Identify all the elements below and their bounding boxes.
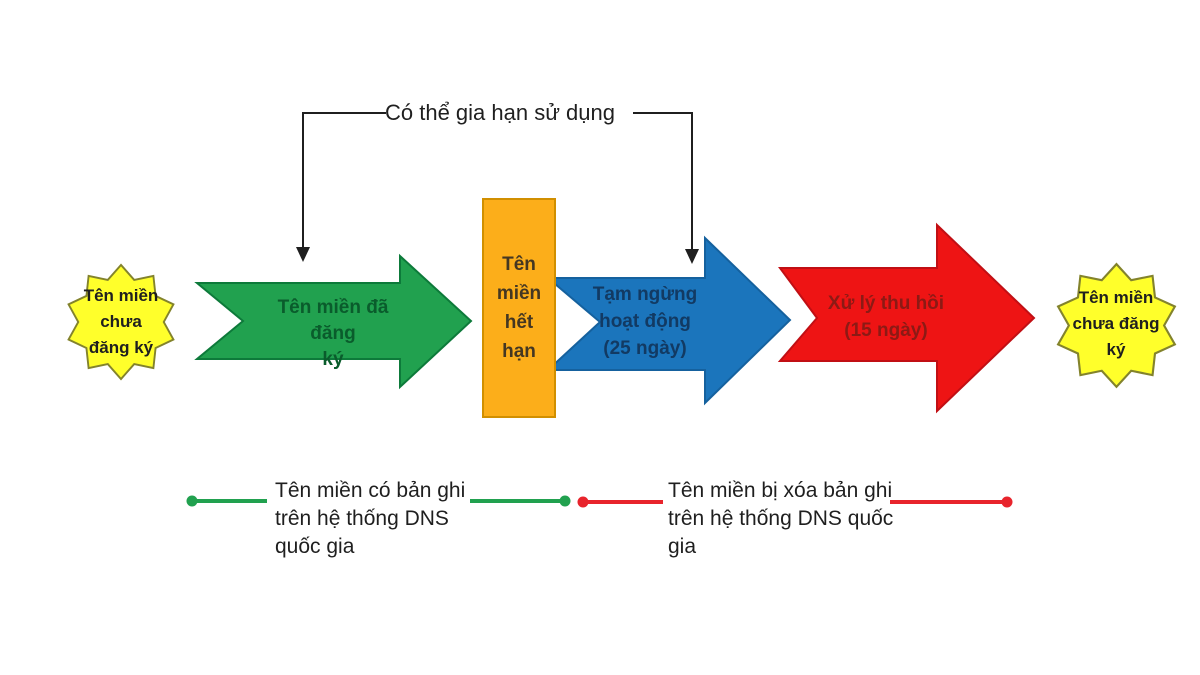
end-star-label: Tên miền chưa đăng ký [1072,288,1160,359]
legend-active-label: Tên miền có bản ghi trên hệ thống DNS qu… [275,479,466,558]
revoked-arrow-label: Xử lý thu hồi (15 ngày) [827,293,945,341]
renewal-bracket-left-arrowhead [296,247,310,262]
renewal-bracket-right-line [633,112,693,251]
expired-box-label: Tên miền hết hạn [496,254,542,362]
legend-deleted-end-dot [1001,496,1013,508]
end-star-shape [1056,262,1177,389]
renewal-bracket-left-line [302,112,386,249]
registered-arrow-label: Tên miền đã đăng ký [277,297,389,370]
legend-deleted-start-dot [577,496,589,508]
legend-deleted-label: Tên miền bị xóa bản ghi trên hệ thống DN… [668,479,894,558]
renewal-annotation-label: Có thể gia hạn sử dụng [384,100,615,125]
legend-active-end-dot [559,495,571,507]
legend-active-start-dot [186,495,198,507]
registered-arrow-shape [194,253,473,390]
suspended-arrow-shape [545,235,792,406]
start-star-label: Tên miền chưa đăng ký [83,286,159,357]
suspended-arrow-label: Tạm ngừng hoạt động (25 ngày) [592,284,698,359]
expired-box-shape [482,198,556,418]
start-star-shape [67,263,175,381]
revoked-arrow-shape [777,222,1036,414]
renewal-bracket-right-arrowhead [685,249,699,264]
